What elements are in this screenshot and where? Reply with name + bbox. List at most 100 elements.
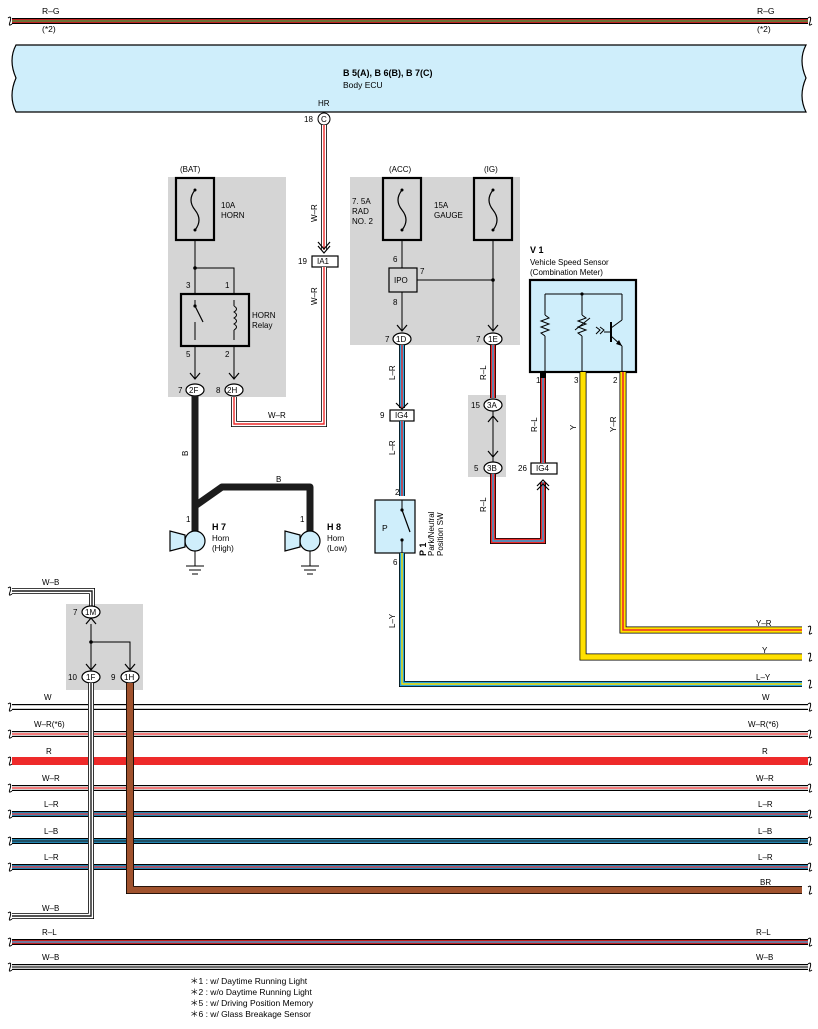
sensor-pin-2: 2 <box>613 376 618 385</box>
connector-3b-pin: 5 <box>474 464 479 473</box>
relay-pin-3: 3 <box>186 281 191 290</box>
top-bus-r-g: R–G (*2) R–G (*2) <box>7 6 813 34</box>
bus-lr2-right: L–R <box>758 853 773 862</box>
wire-label-acc-1: L–R <box>388 365 397 380</box>
connector-1e-pin: 7 <box>476 335 481 344</box>
wire-label-switch-ly: L–Y <box>388 613 397 628</box>
bus-r-right: R <box>762 747 768 756</box>
bus-wr-left: W–R <box>42 774 60 783</box>
ipo-label: IPO <box>394 276 408 285</box>
wire-label-acc-2: L–R <box>388 440 397 455</box>
switch-symbol: P <box>382 523 388 533</box>
bus-y-right: Y <box>762 646 768 655</box>
top-bus-right-note: (*2) <box>757 24 771 34</box>
bus-lines: W W W–R(*6) W–R(*6) R R W–R W–R L–R L–R <box>7 619 813 972</box>
acc-fuse-rating: 7. 5A <box>352 197 371 206</box>
wire-label-ig-1: R–L <box>479 365 488 380</box>
wire-label-ecu-2: W–R <box>310 287 319 305</box>
horn-low-sub: (Low) <box>327 544 347 553</box>
connector-ia1-label: IA1 <box>317 257 330 266</box>
switch-code: P 1 <box>418 543 428 556</box>
footnote: ＊2 : w/o Daytime Running Light <box>190 987 312 997</box>
wire-label-ig-2: R–L <box>479 497 488 512</box>
top-bus-left-note: (*2) <box>42 24 56 34</box>
ipo-pin-6: 6 <box>393 255 398 264</box>
sensor-code: V 1 <box>530 245 544 255</box>
bus-lb-left: L–B <box>44 827 58 836</box>
relay-name-1: HORN <box>252 311 276 320</box>
connector-1m-pin: 7 <box>73 608 78 617</box>
sensor-name: Vehicle Speed Sensor <box>530 258 609 267</box>
wire-label-left-wb: W–B <box>42 578 59 587</box>
horn-high-pin: 1 <box>186 515 191 524</box>
footnote: ＊1 : w/ Daytime Running Light <box>190 976 308 986</box>
ig-fuse-source: (IG) <box>484 165 498 174</box>
connector-2h-label: 2H <box>227 386 237 395</box>
bus-w-right: W <box>762 693 770 702</box>
bus-wr6-left: W–R(*6) <box>34 720 65 729</box>
bus-lr-right: L–R <box>758 800 773 809</box>
wire-label-relay: W–R <box>268 411 286 420</box>
horn-low-name: Horn <box>327 534 344 543</box>
connector-1f-label: 1F <box>86 673 95 682</box>
body-ecu: B 5(A), B 6(B), B 7(C) Body ECU HR 18 C <box>11 44 807 126</box>
connector-ig4-a-pin: 9 <box>380 411 385 420</box>
ig-fuse-rating: 15A <box>434 201 449 210</box>
acc-fuse-name-2: NO. 2 <box>352 217 373 226</box>
wire-label-sensor-y: Y <box>569 424 578 430</box>
left-vertical-wires: W–B <box>7 683 802 921</box>
bus-wr-right: W–R <box>756 774 774 783</box>
bus-w-left: W <box>44 693 52 702</box>
relay-pin-1: 1 <box>225 281 230 290</box>
relay-name-2: Relay <box>252 321 272 330</box>
bus-wr6-right: W–R(*6) <box>748 720 779 729</box>
top-bus-right-label: R–G <box>757 6 774 16</box>
connector-ig4-a-label: IG4 <box>395 411 408 420</box>
connector-1d-pin: 7 <box>385 335 390 344</box>
sensor-pin-1: 1 <box>536 376 541 385</box>
connector-ia1-pin: 19 <box>298 257 307 266</box>
bus-wb-right: W–B <box>756 953 773 962</box>
relay-pin-2: 2 <box>225 350 230 359</box>
sensor-pin-3: 3 <box>574 376 579 385</box>
horn-ground-wires: B B <box>181 396 314 532</box>
connector-2h <box>224 383 244 397</box>
ecu-pin-name: HR <box>318 99 330 108</box>
bus-wb-left: W–B <box>42 953 59 962</box>
footnotes: ＊1 : w/ Daytime Running Light ＊2 : w/o D… <box>190 976 313 1020</box>
switch-name-2: Position SW <box>436 512 445 556</box>
ipo-pin-8: 8 <box>393 298 398 307</box>
footnote: ＊6 : w/ Glass Breakage Sensor <box>190 1009 311 1019</box>
bus-ly-right: L–Y <box>756 673 771 682</box>
connector-2h-pin: 8 <box>216 386 221 395</box>
relay-pin-5: 5 <box>186 350 191 359</box>
acc-ig-junction: (ACC) (IG) 7. 5A RAD NO. 2 15A GAUGE 6 I… <box>350 165 520 346</box>
acc-fuse-name-1: RAD <box>352 207 369 216</box>
wire-acc-switch: L–R IG4 9 L–R <box>380 345 415 496</box>
wire-label-left-wb-2: W–B <box>42 904 59 913</box>
horn-high-sub: (High) <box>212 544 234 553</box>
switch-pin-top: 2 <box>395 488 400 497</box>
connector-3a-label: 3A <box>487 401 497 410</box>
bus-rl-left: R–L <box>42 928 57 937</box>
connector-1f-pin: 10 <box>68 673 77 682</box>
horn-fuse-rating: 10A <box>221 201 236 210</box>
wire-ecu-horn: W–R IA1 19 W–R W–R <box>231 125 339 427</box>
bus-rl-right: R–L <box>756 928 771 937</box>
ipo-pin-7: 7 <box>420 267 425 276</box>
bus-yr-right: Y–R <box>756 619 772 628</box>
horn-relay <box>179 292 251 348</box>
switch-name-1: Park/Neutral <box>427 511 436 556</box>
wire-label-ecu: W–R <box>310 204 319 222</box>
bus-r-left: R <box>46 747 52 756</box>
wire-sensor-bus: Y Y–R <box>569 372 802 661</box>
connector-2f-label: 2F <box>189 386 198 395</box>
horn-low-pin: 1 <box>300 515 305 524</box>
connector-3a-pin: 15 <box>471 401 480 410</box>
horn-low: 1 H 8 Horn (Low) <box>284 515 347 575</box>
wire-switch-bus: L–Y <box>388 553 802 687</box>
horn-relay-junction: (BAT) 10A HORN 3 1 HORN Relay 5 2 2F 7 2… <box>168 165 286 397</box>
bus-lb-right: L–B <box>758 827 772 836</box>
wire-label-horn-b2: B <box>276 475 281 484</box>
